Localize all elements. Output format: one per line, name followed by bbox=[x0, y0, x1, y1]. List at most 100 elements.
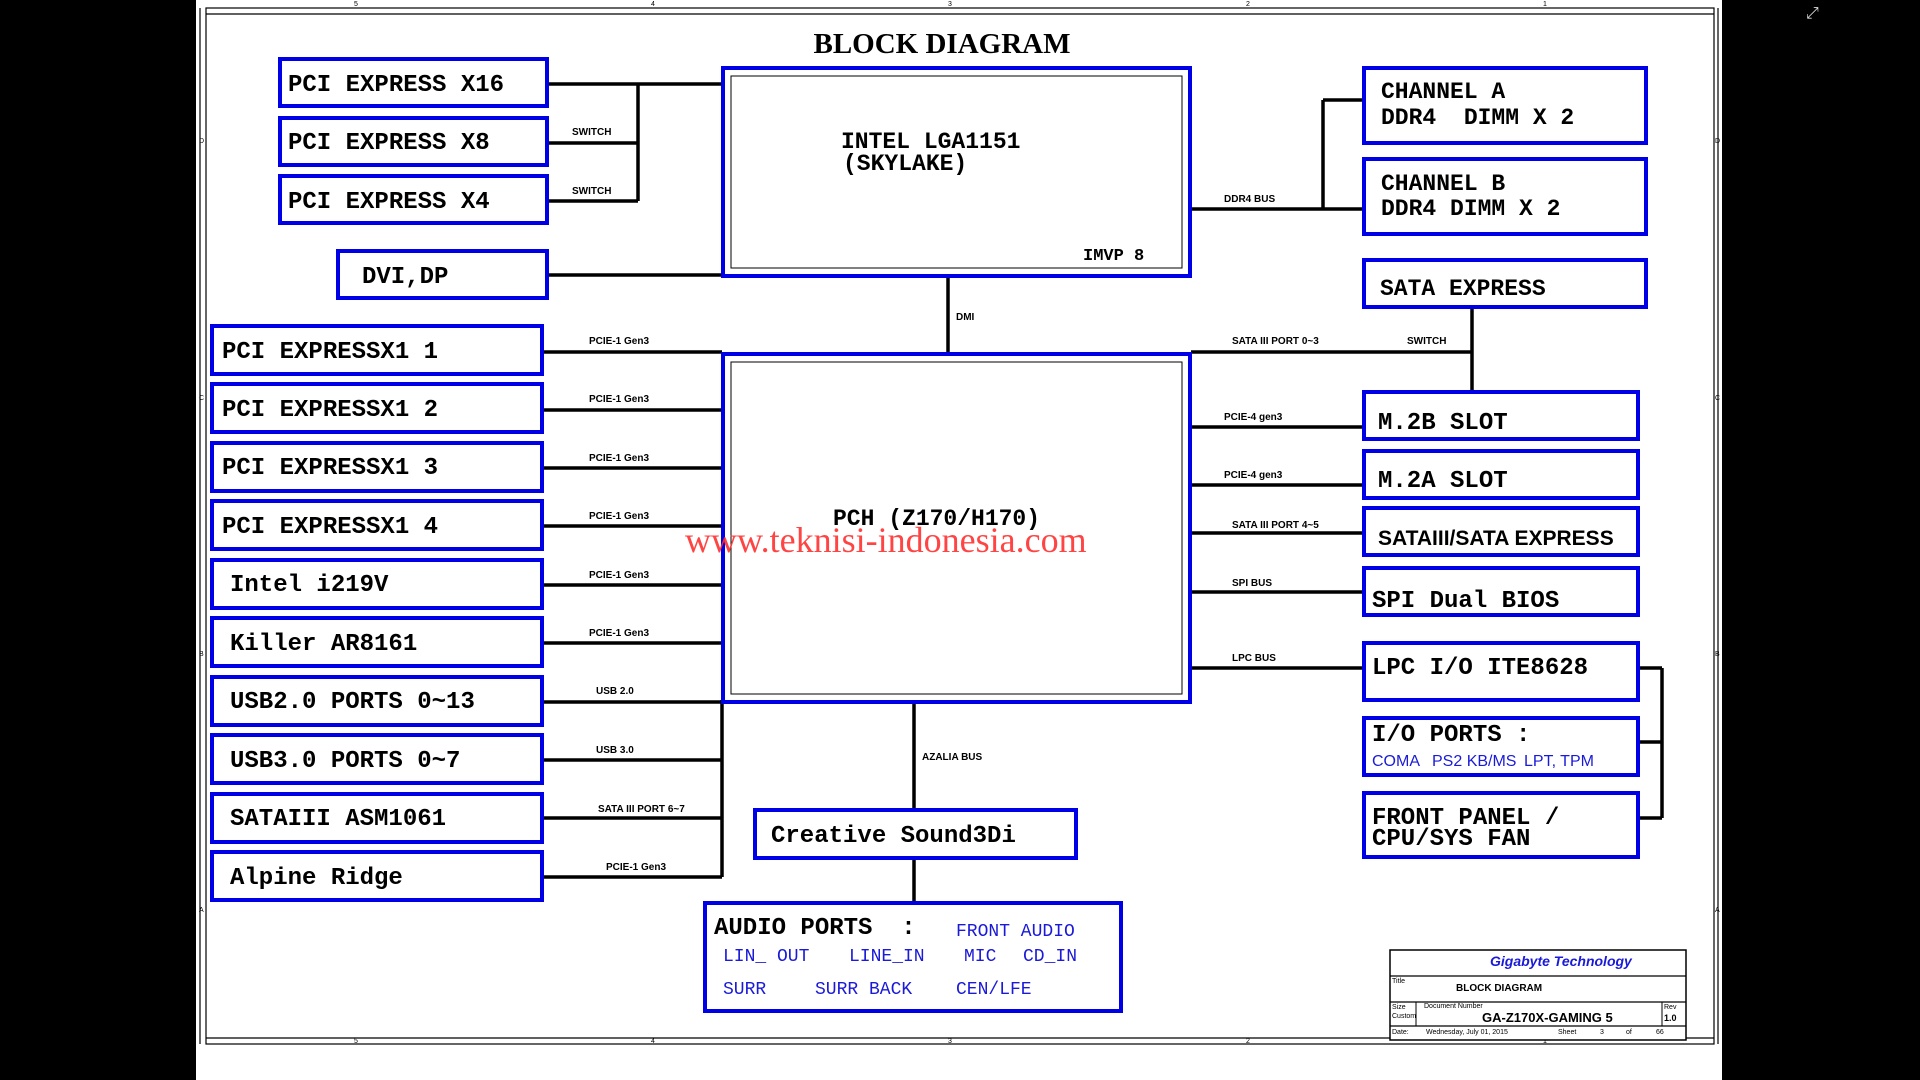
pcie-x16-label: PCI EXPRESS X16 bbox=[288, 72, 504, 99]
company-name: Gigabyte Technology bbox=[1490, 953, 1633, 969]
date-value: Wednesday, July 01, 2015 bbox=[1426, 1029, 1508, 1036]
pcie-x1-1-label: PCI EXPRESSX1 1 bbox=[222, 339, 438, 366]
signal-sata-port-0-3: SATA III PORT 0~3 bbox=[1232, 336, 1319, 347]
title-block: Gigabyte Technology Title BLOCK DIAGRAM … bbox=[1389, 949, 1687, 1041]
zone-row-left-c: C bbox=[199, 395, 204, 402]
size-value: Custom bbox=[1392, 1013, 1416, 1020]
cpu-name: INTEL LGA1151 bbox=[841, 129, 1020, 155]
rev-caption: Rev bbox=[1664, 1004, 1677, 1011]
creative-sound3di-block: Creative Sound3Di bbox=[753, 808, 1078, 860]
io-ports-ps2: PS2 KB/MS bbox=[1432, 753, 1516, 770]
rev-value: 1.0 bbox=[1664, 1013, 1677, 1023]
m2a-slot-block: M.2A SLOT bbox=[1362, 449, 1640, 500]
zone-row-right-b: B bbox=[1715, 651, 1720, 658]
usb2-ports-label: USB2.0 PORTS 0~13 bbox=[230, 689, 475, 716]
zone-col-top-3: 3 bbox=[948, 1, 952, 8]
signal-pch-left-1: PCIE-1 Gen3 bbox=[589, 336, 649, 347]
date-caption: Date: bbox=[1392, 1029, 1409, 1036]
expand-icon[interactable]: ⤢ bbox=[1806, 3, 1819, 22]
usb3-ports-block: USB3.0 PORTS 0~7 bbox=[210, 733, 544, 785]
killer-ar8161-label: Killer AR8161 bbox=[230, 631, 417, 658]
dvi-dp-block: DVI,DP bbox=[336, 249, 549, 300]
io-ports-coma: COMA bbox=[1372, 753, 1420, 770]
pcie-x1-2-block: PCI EXPRESSX1 2 bbox=[210, 382, 544, 434]
lpc-io-label: LPC I/O ITE8628 bbox=[1372, 655, 1588, 682]
lpc-io-block: LPC I/O ITE8628 bbox=[1362, 641, 1640, 702]
io-ports-lpt-tpm: LPT, TPM bbox=[1524, 753, 1594, 770]
channel-b-block: CHANNEL B DDR4 DIMM X 2 bbox=[1362, 157, 1648, 236]
channel-a-line1: CHANNEL A bbox=[1381, 79, 1505, 105]
audio-surr-back: SURR BACK bbox=[815, 980, 912, 1000]
pcie-x1-4-label: PCI EXPRESSX1 4 bbox=[222, 514, 438, 541]
block-diagram: 5 4 3 2 1 5 4 3 2 1 D C B A D C B A BLOC… bbox=[199, 1, 1720, 1045]
spi-dual-bios-label: SPI Dual BIOS bbox=[1372, 588, 1559, 615]
zone-col-bottom-3: 3 bbox=[948, 1038, 952, 1045]
pcie-x16-block: PCI EXPRESS X16 bbox=[278, 57, 549, 108]
zone-row-right-d: D bbox=[1715, 138, 1720, 145]
audio-front-audio: FRONT AUDIO bbox=[956, 922, 1075, 942]
usb3-ports-label: USB3.0 PORTS 0~7 bbox=[230, 748, 460, 775]
signal-switch-1: SWITCH bbox=[572, 127, 611, 138]
audio-cd-in: CD_IN bbox=[1023, 947, 1077, 967]
audio-line-in: LINE_IN bbox=[849, 947, 925, 967]
zone-col-bottom-5: 5 bbox=[354, 1038, 358, 1045]
signal-ddr4-bus: DDR4 BUS bbox=[1224, 194, 1275, 205]
front-panel-block: FRONT PANEL / CPU/SYS FAN bbox=[1362, 791, 1640, 859]
signal-pch-right-5: LPC BUS bbox=[1232, 653, 1276, 664]
signal-sata-switch: SWITCH bbox=[1407, 336, 1446, 347]
signal-pch-right-2: PCIE-4 gen3 bbox=[1224, 470, 1283, 481]
pch-name: PCH (Z170/H170) bbox=[833, 506, 1040, 532]
sata-express-label: SATA EXPRESS bbox=[1380, 276, 1546, 302]
channel-b-line1: CHANNEL B bbox=[1381, 171, 1505, 197]
pcie-x1-4-block: PCI EXPRESSX1 4 bbox=[210, 499, 544, 551]
signal-pch-right-4: SPI BUS bbox=[1232, 578, 1272, 589]
audio-ports-block: AUDIO PORTS : FRONT AUDIO LIN_ OUT LINE_… bbox=[703, 901, 1123, 1013]
drawing-frame bbox=[205, 7, 1715, 1045]
signal-pch-left-2: PCIE-1 Gen3 bbox=[589, 394, 649, 405]
pcie-x1-2-label: PCI EXPRESSX1 2 bbox=[222, 397, 438, 424]
dvi-dp-label: DVI,DP bbox=[362, 264, 448, 291]
asm1061-block: SATAIII ASM1061 bbox=[210, 792, 544, 844]
pcie-x8-label: PCI EXPRESS X8 bbox=[288, 130, 490, 157]
audio-cen-lfe: CEN/LFE bbox=[956, 980, 1032, 1000]
io-ports-block: I/O PORTS : COMA PS2 KB/MS LPT, TPM bbox=[1362, 716, 1640, 777]
creative-sound3di-label: Creative Sound3Di bbox=[771, 823, 1016, 850]
of-value: 66 bbox=[1656, 1029, 1664, 1036]
alpine-ridge-block: Alpine Ridge bbox=[210, 850, 544, 902]
sata-express-block: SATA EXPRESS bbox=[1362, 258, 1648, 309]
audio-surr: SURR bbox=[723, 980, 766, 1000]
zone-row-left-d: D bbox=[199, 138, 204, 145]
intel-i219v-label: Intel i219V bbox=[230, 572, 389, 599]
docnum-value: GA-Z170X-GAMING 5 bbox=[1482, 1010, 1613, 1025]
asm1061-label: SATAIII ASM1061 bbox=[230, 806, 446, 833]
io-ports-title: I/O PORTS : bbox=[1372, 722, 1530, 749]
zone-col-bottom-1: 1 bbox=[1543, 1038, 1547, 1045]
pcie-x1-3-block: PCI EXPRESSX1 3 bbox=[210, 441, 544, 493]
cpu-block: INTEL LGA1151 (SKYLAKE) IMVP 8 bbox=[721, 66, 1192, 278]
pcie-x4-block: PCI EXPRESS X4 bbox=[278, 174, 549, 225]
signal-pch-left-3: PCIE-1 Gen3 bbox=[589, 453, 649, 464]
audio-mic: MIC bbox=[964, 947, 997, 967]
zone-col-top-5: 5 bbox=[354, 1, 358, 8]
signal-pch-left-4: PCIE-1 Gen3 bbox=[589, 511, 649, 522]
pcie-x1-3-label: PCI EXPRESSX1 3 bbox=[222, 455, 438, 482]
zone-col-top-1: 1 bbox=[1543, 1, 1547, 8]
sheet-value: 3 bbox=[1600, 1029, 1604, 1036]
front-panel-line1: FRONT PANEL / bbox=[1372, 805, 1559, 832]
usb2-ports-block: USB2.0 PORTS 0~13 bbox=[210, 675, 544, 727]
zone-col-bottom-4: 4 bbox=[651, 1038, 655, 1045]
alpine-ridge-label: Alpine Ridge bbox=[230, 865, 403, 892]
wires bbox=[542, 82, 1664, 903]
docnum-caption: Document Number bbox=[1424, 1003, 1483, 1010]
diagram-title: BLOCK DIAGRAM bbox=[814, 28, 1071, 60]
size-caption: Size bbox=[1392, 1004, 1406, 1011]
signal-pch-right-3: SATA III PORT 4~5 bbox=[1232, 520, 1319, 531]
signal-pch-left-10: PCIE-1 Gen3 bbox=[606, 862, 666, 873]
signal-pch-left-5: PCIE-1 Gen3 bbox=[589, 570, 649, 581]
spi-dual-bios-block: SPI Dual BIOS bbox=[1362, 566, 1640, 617]
signal-pch-left-9: SATA III PORT 6~7 bbox=[598, 804, 685, 815]
signal-azalia-bus: AZALIA BUS bbox=[922, 752, 983, 763]
front-panel-line2: CPU/SYS FAN bbox=[1372, 826, 1530, 853]
zone-row-right-a: A bbox=[1715, 907, 1720, 914]
title-caption: Title bbox=[1392, 978, 1405, 985]
